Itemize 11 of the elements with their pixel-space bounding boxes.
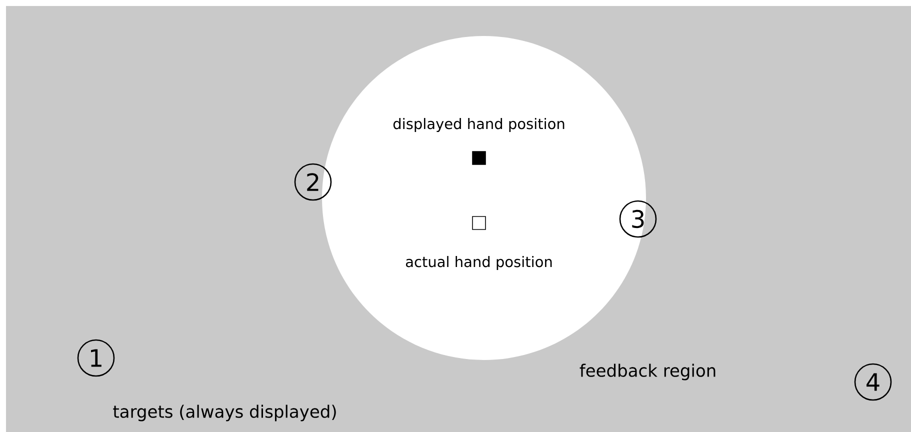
numbered-target: 2 (294, 163, 332, 201)
feedback-circle (322, 36, 646, 360)
numbered-target: 1 (77, 339, 115, 377)
node-label: displayed hand position (393, 118, 564, 132)
node-label: feedback region (580, 364, 716, 380)
caption: targets (always displayed) (113, 404, 336, 422)
hand-marker (472, 151, 486, 165)
numbered-target: 4 (854, 363, 892, 401)
numbered-target: 3 (619, 200, 657, 238)
node-label: actual hand position (406, 256, 552, 270)
hand-marker (472, 216, 486, 230)
